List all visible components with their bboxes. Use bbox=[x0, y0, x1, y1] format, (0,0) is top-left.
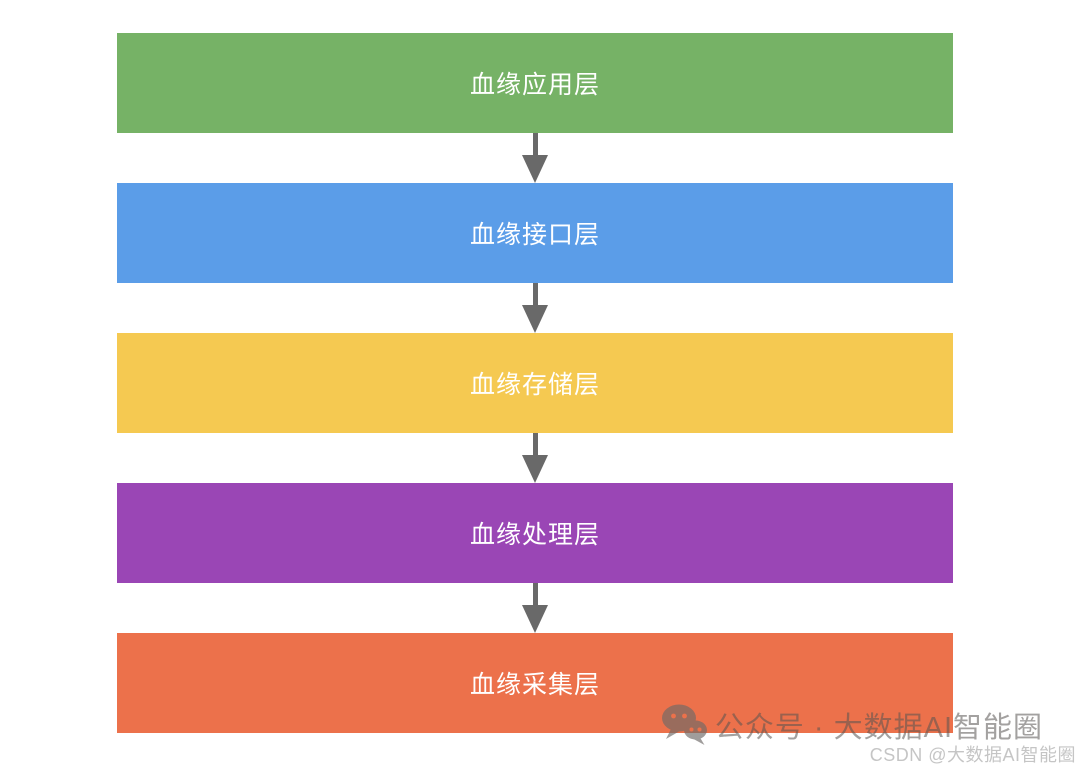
down-arrow-icon bbox=[117, 133, 953, 183]
down-arrow-icon bbox=[117, 583, 953, 633]
down-arrow-icon bbox=[117, 283, 953, 333]
layer-application-label: 血缘应用层 bbox=[469, 71, 600, 99]
layer-application: 血缘应用层 bbox=[117, 33, 953, 133]
layer-storage-label: 血缘存储层 bbox=[469, 371, 600, 399]
watermark: 公众号 · 大数据AI智能圈 bbox=[661, 703, 1043, 747]
layer-storage: 血缘存储层 bbox=[117, 333, 953, 433]
layer-stack: 血缘应用层 血缘接口层 血缘存储层 血缘处理层 血缘采集层 bbox=[117, 33, 953, 733]
layer-collection: 血缘采集层 bbox=[117, 633, 953, 733]
watermark-csdn-label: CSDN @大数据AI智能圈 bbox=[869, 745, 1076, 765]
wechat-icon bbox=[661, 703, 707, 747]
arrow-stem bbox=[532, 433, 538, 455]
down-arrow-icon bbox=[117, 433, 953, 483]
layer-collection-label: 血缘采集层 bbox=[469, 671, 600, 699]
arrow-head bbox=[522, 455, 548, 483]
arrow-head bbox=[522, 155, 548, 183]
layer-processing-label: 血缘处理层 bbox=[469, 521, 600, 549]
arrow-head bbox=[522, 605, 548, 633]
arrow-head bbox=[522, 305, 548, 333]
watermark-wechat-label: 公众号 · 大数据AI智能圈 bbox=[714, 712, 1043, 744]
layer-interface: 血缘接口层 bbox=[117, 183, 953, 283]
arrow-stem bbox=[532, 583, 538, 605]
layer-processing: 血缘处理层 bbox=[117, 483, 953, 583]
arrow-stem bbox=[532, 133, 538, 155]
layer-interface-label: 血缘接口层 bbox=[469, 221, 600, 249]
arrow-stem bbox=[532, 283, 538, 305]
